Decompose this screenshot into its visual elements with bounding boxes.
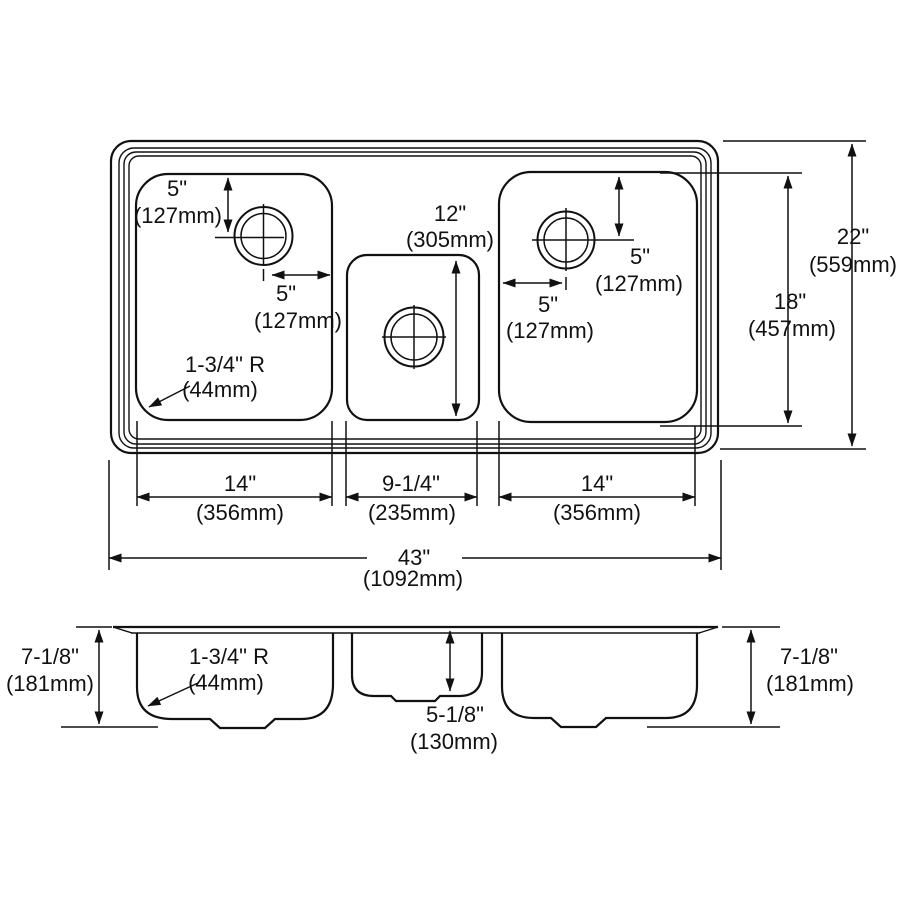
radius-label-inch: 1-3/4" R <box>189 644 269 669</box>
dim-label-inch: 5" <box>167 176 187 201</box>
dim-center-bowl-front-to-back: 12" (305mm) <box>406 201 494 417</box>
left-bowl-profile <box>135 633 335 730</box>
dim-label-inch: 7-1/8" <box>21 644 79 669</box>
dim-label-mm: (559mm) <box>809 252 897 277</box>
left-drain <box>215 204 294 266</box>
sink-rim <box>109 139 720 455</box>
dim-left-drain-from-top: 5" (127mm) <box>134 176 233 233</box>
dim-label-inch: 5" <box>630 244 650 269</box>
dim-right-bowl-depth: 7-1/8" (181mm) <box>647 626 854 728</box>
dim-center-bowl-depth: 5-1/8" (130mm) <box>410 630 498 754</box>
dim-label-mm: (356mm) <box>553 500 641 525</box>
rim-deck-edge <box>128 155 702 440</box>
dim-label-inch: 5" <box>538 292 558 317</box>
dim-label-inch: 5" <box>276 281 296 306</box>
center-bowl <box>345 253 481 422</box>
dim-label-inch: 12" <box>434 201 466 226</box>
dim-right-drain-from-top: 5" (127mm) <box>595 176 683 296</box>
leader-arrow <box>148 385 191 408</box>
dim-bowl-front-to-back: 18" (457mm) <box>660 172 836 427</box>
radius-label-inch: 1-3/4" R <box>185 352 265 377</box>
dim-overall-front-to-back: 22" (559mm) <box>720 140 897 450</box>
dim-label-inch: 18" <box>774 289 806 314</box>
dim-label-inch: 14" <box>224 471 256 496</box>
dim-label-inch: 14" <box>581 471 613 496</box>
rim-line-3 <box>123 151 707 445</box>
rim-outer-edge <box>109 139 720 455</box>
rim-left-bevel <box>112 626 133 634</box>
dim-label-mm: (235mm) <box>368 500 456 525</box>
dim-left-drain-from-right: 5" (127mm) <box>254 269 342 333</box>
dim-label-mm: (305mm) <box>406 227 494 252</box>
radius-callout-front-view: 1-3/4" R (44mm) <box>147 644 269 707</box>
right-bowl-profile <box>500 633 699 729</box>
leader-arrow <box>147 682 199 707</box>
center-drain <box>382 305 446 369</box>
radius-callout-top-view: 1-3/4" R (44mm) <box>148 352 265 408</box>
dim-right-drain-from-left: 5" (127mm) <box>502 277 594 343</box>
dim-label-inch: 7-1/8" <box>780 644 838 669</box>
right-drain <box>532 208 634 271</box>
dim-label-mm: (127mm) <box>595 271 683 296</box>
dim-label-mm: (356mm) <box>196 500 284 525</box>
dim-label-mm: (1092mm) <box>363 566 463 591</box>
dim-label-mm: (127mm) <box>134 203 222 228</box>
dim-center-bowl-width: 9-1/4" (235mm) <box>345 471 478 525</box>
center-bowl-profile <box>350 633 484 703</box>
dim-label-inch: 5-1/8" <box>426 702 484 727</box>
dim-label-mm: (181mm) <box>6 671 94 696</box>
front-rim <box>112 625 719 634</box>
front-view: 7-1/8" (181mm) 1-3/4" R (44mm) 5-1/8" (1… <box>6 625 854 754</box>
dim-label-mm: (130mm) <box>410 729 498 754</box>
dim-label-mm: (127mm) <box>506 318 594 343</box>
left-bowl <box>134 172 334 422</box>
dim-label-mm: (457mm) <box>748 316 836 341</box>
dim-label-inch: 22" <box>837 224 869 249</box>
dim-left-bowl-width: 14" (356mm) <box>136 471 333 525</box>
dim-label-mm: (127mm) <box>254 308 342 333</box>
rim-right-bevel <box>698 626 719 634</box>
dim-left-bowl-depth: 7-1/8" (181mm) <box>6 626 158 728</box>
radius-label-mm: (44mm) <box>188 670 264 695</box>
dim-overall-width: 43" (1092mm) <box>108 545 722 591</box>
right-bowl <box>497 170 699 424</box>
dim-right-bowl-width: 14" (356mm) <box>498 471 696 525</box>
top-view: 5" (127mm) 5" (127mm) 12" (305mm) 5" (12… <box>108 139 897 591</box>
radius-label-mm: (44mm) <box>182 377 258 402</box>
rim-line-2 <box>118 147 712 449</box>
dim-label-inch: 43" <box>398 545 430 570</box>
dim-label-inch: 9-1/4" <box>382 471 440 496</box>
dim-label-mm: (181mm) <box>766 671 854 696</box>
